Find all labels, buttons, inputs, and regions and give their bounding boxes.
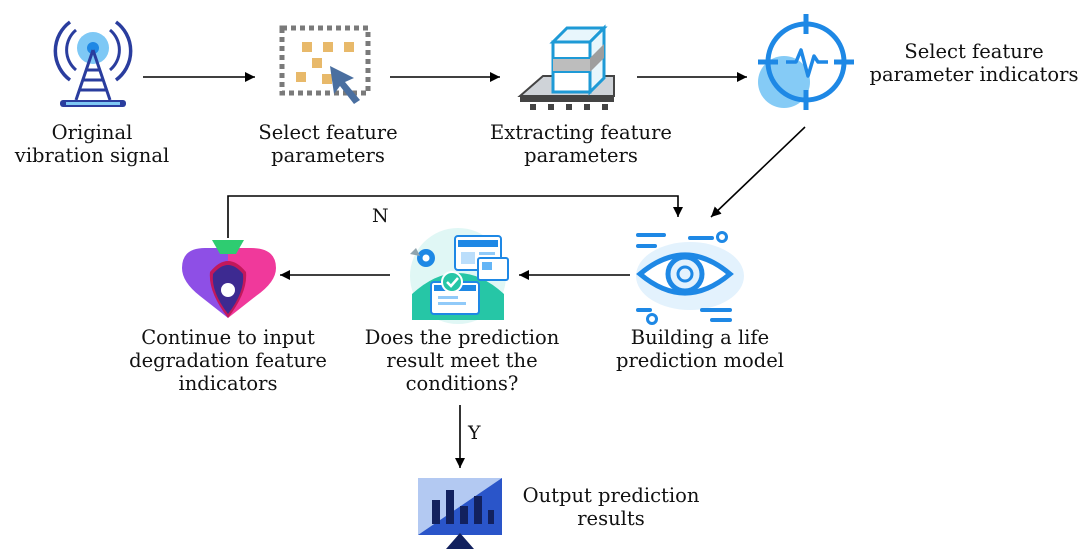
select-grid-cursor-icon [279, 25, 371, 104]
label-line: indicators [178, 372, 278, 395]
label-line: parameter indicators [869, 63, 1079, 86]
label-line: Building a life [630, 326, 770, 349]
bar-chart-monitor-icon [418, 478, 502, 549]
label-line: parameters [524, 144, 638, 167]
label-extract-params: Extracting feature parameters [476, 121, 686, 167]
label-line: Select feature [258, 121, 398, 144]
label-select-params: Select feature parameters [240, 121, 416, 167]
label-line: results [577, 507, 645, 530]
colorful-heart-pin-icon [182, 240, 276, 318]
arrow-indicators-to-model [710, 126, 806, 218]
label-check-result: Does the prediction result meet the cond… [352, 326, 572, 395]
label-original-signal: Original vibration signal [4, 121, 180, 167]
label-line: Select feature [904, 40, 1044, 63]
label-line: parameters [271, 144, 385, 167]
arrow-continue-loop-to-model [227, 195, 683, 238]
label-line: Does the prediction [364, 326, 560, 349]
label-line: vibration signal [14, 144, 170, 167]
label-line: degradation feature [129, 349, 327, 372]
label-line: Extracting feature [490, 121, 672, 144]
label-line: result meet the [386, 349, 538, 372]
stacked-cube-icon [517, 24, 615, 110]
label-line: conditions? [405, 372, 519, 395]
label-select-indicators: Select feature parameter indicators [862, 40, 1086, 86]
connectors [143, 72, 806, 468]
label-continue-input: Continue to input degradation feature in… [118, 326, 338, 395]
signal-tower-icon [53, 20, 133, 107]
label-line: Output prediction [522, 484, 700, 507]
edge-label-yes: Y [467, 422, 481, 444]
label-line: prediction model [615, 349, 785, 372]
label-build-model: Building a life prediction model [600, 326, 800, 372]
dashboard-check-icon [410, 228, 509, 324]
label-line: Continue to input [141, 326, 315, 349]
eye-scan-icon [636, 231, 744, 325]
edge-label-no: N [372, 205, 389, 227]
label-output-results: Output prediction results [508, 484, 714, 530]
target-pulse-icon [758, 14, 854, 110]
label-line: Original [51, 121, 133, 144]
